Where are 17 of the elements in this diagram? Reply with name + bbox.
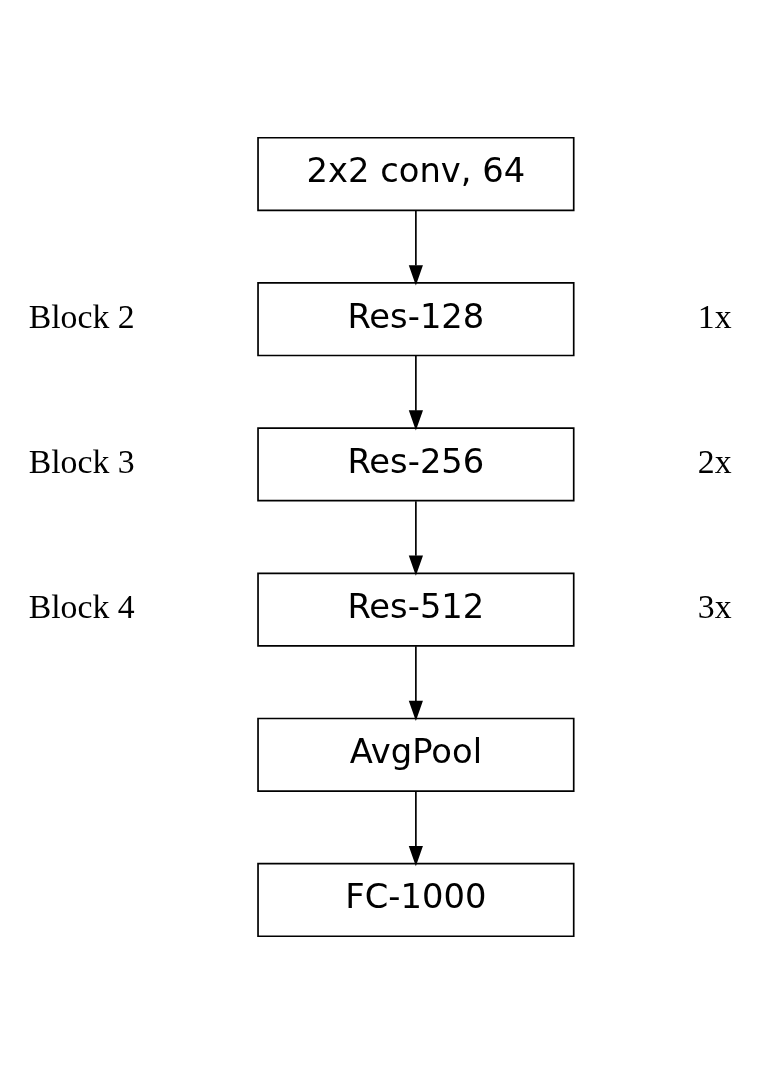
- node-box: Res-256: [257, 427, 575, 502]
- node-label: Block 3: [28, 442, 135, 480]
- arrow: [408, 355, 423, 431]
- node-label: 2x: [697, 442, 732, 480]
- node-label: 1x: [697, 297, 732, 335]
- node-box: 2x2 conv, 64: [257, 136, 575, 212]
- node-label: Block 2: [28, 297, 135, 335]
- arrow: [408, 790, 423, 867]
- arrow: [408, 500, 423, 576]
- node-box: Res-512: [257, 572, 575, 647]
- node-box: AvgPool: [257, 717, 575, 792]
- node-box: FC-1000: [257, 862, 575, 938]
- arrow: [408, 209, 423, 286]
- node-box: Res-128: [257, 282, 575, 357]
- node-label: Block 4: [28, 588, 135, 626]
- node-label: 3x: [697, 588, 732, 626]
- arrow: [408, 645, 423, 721]
